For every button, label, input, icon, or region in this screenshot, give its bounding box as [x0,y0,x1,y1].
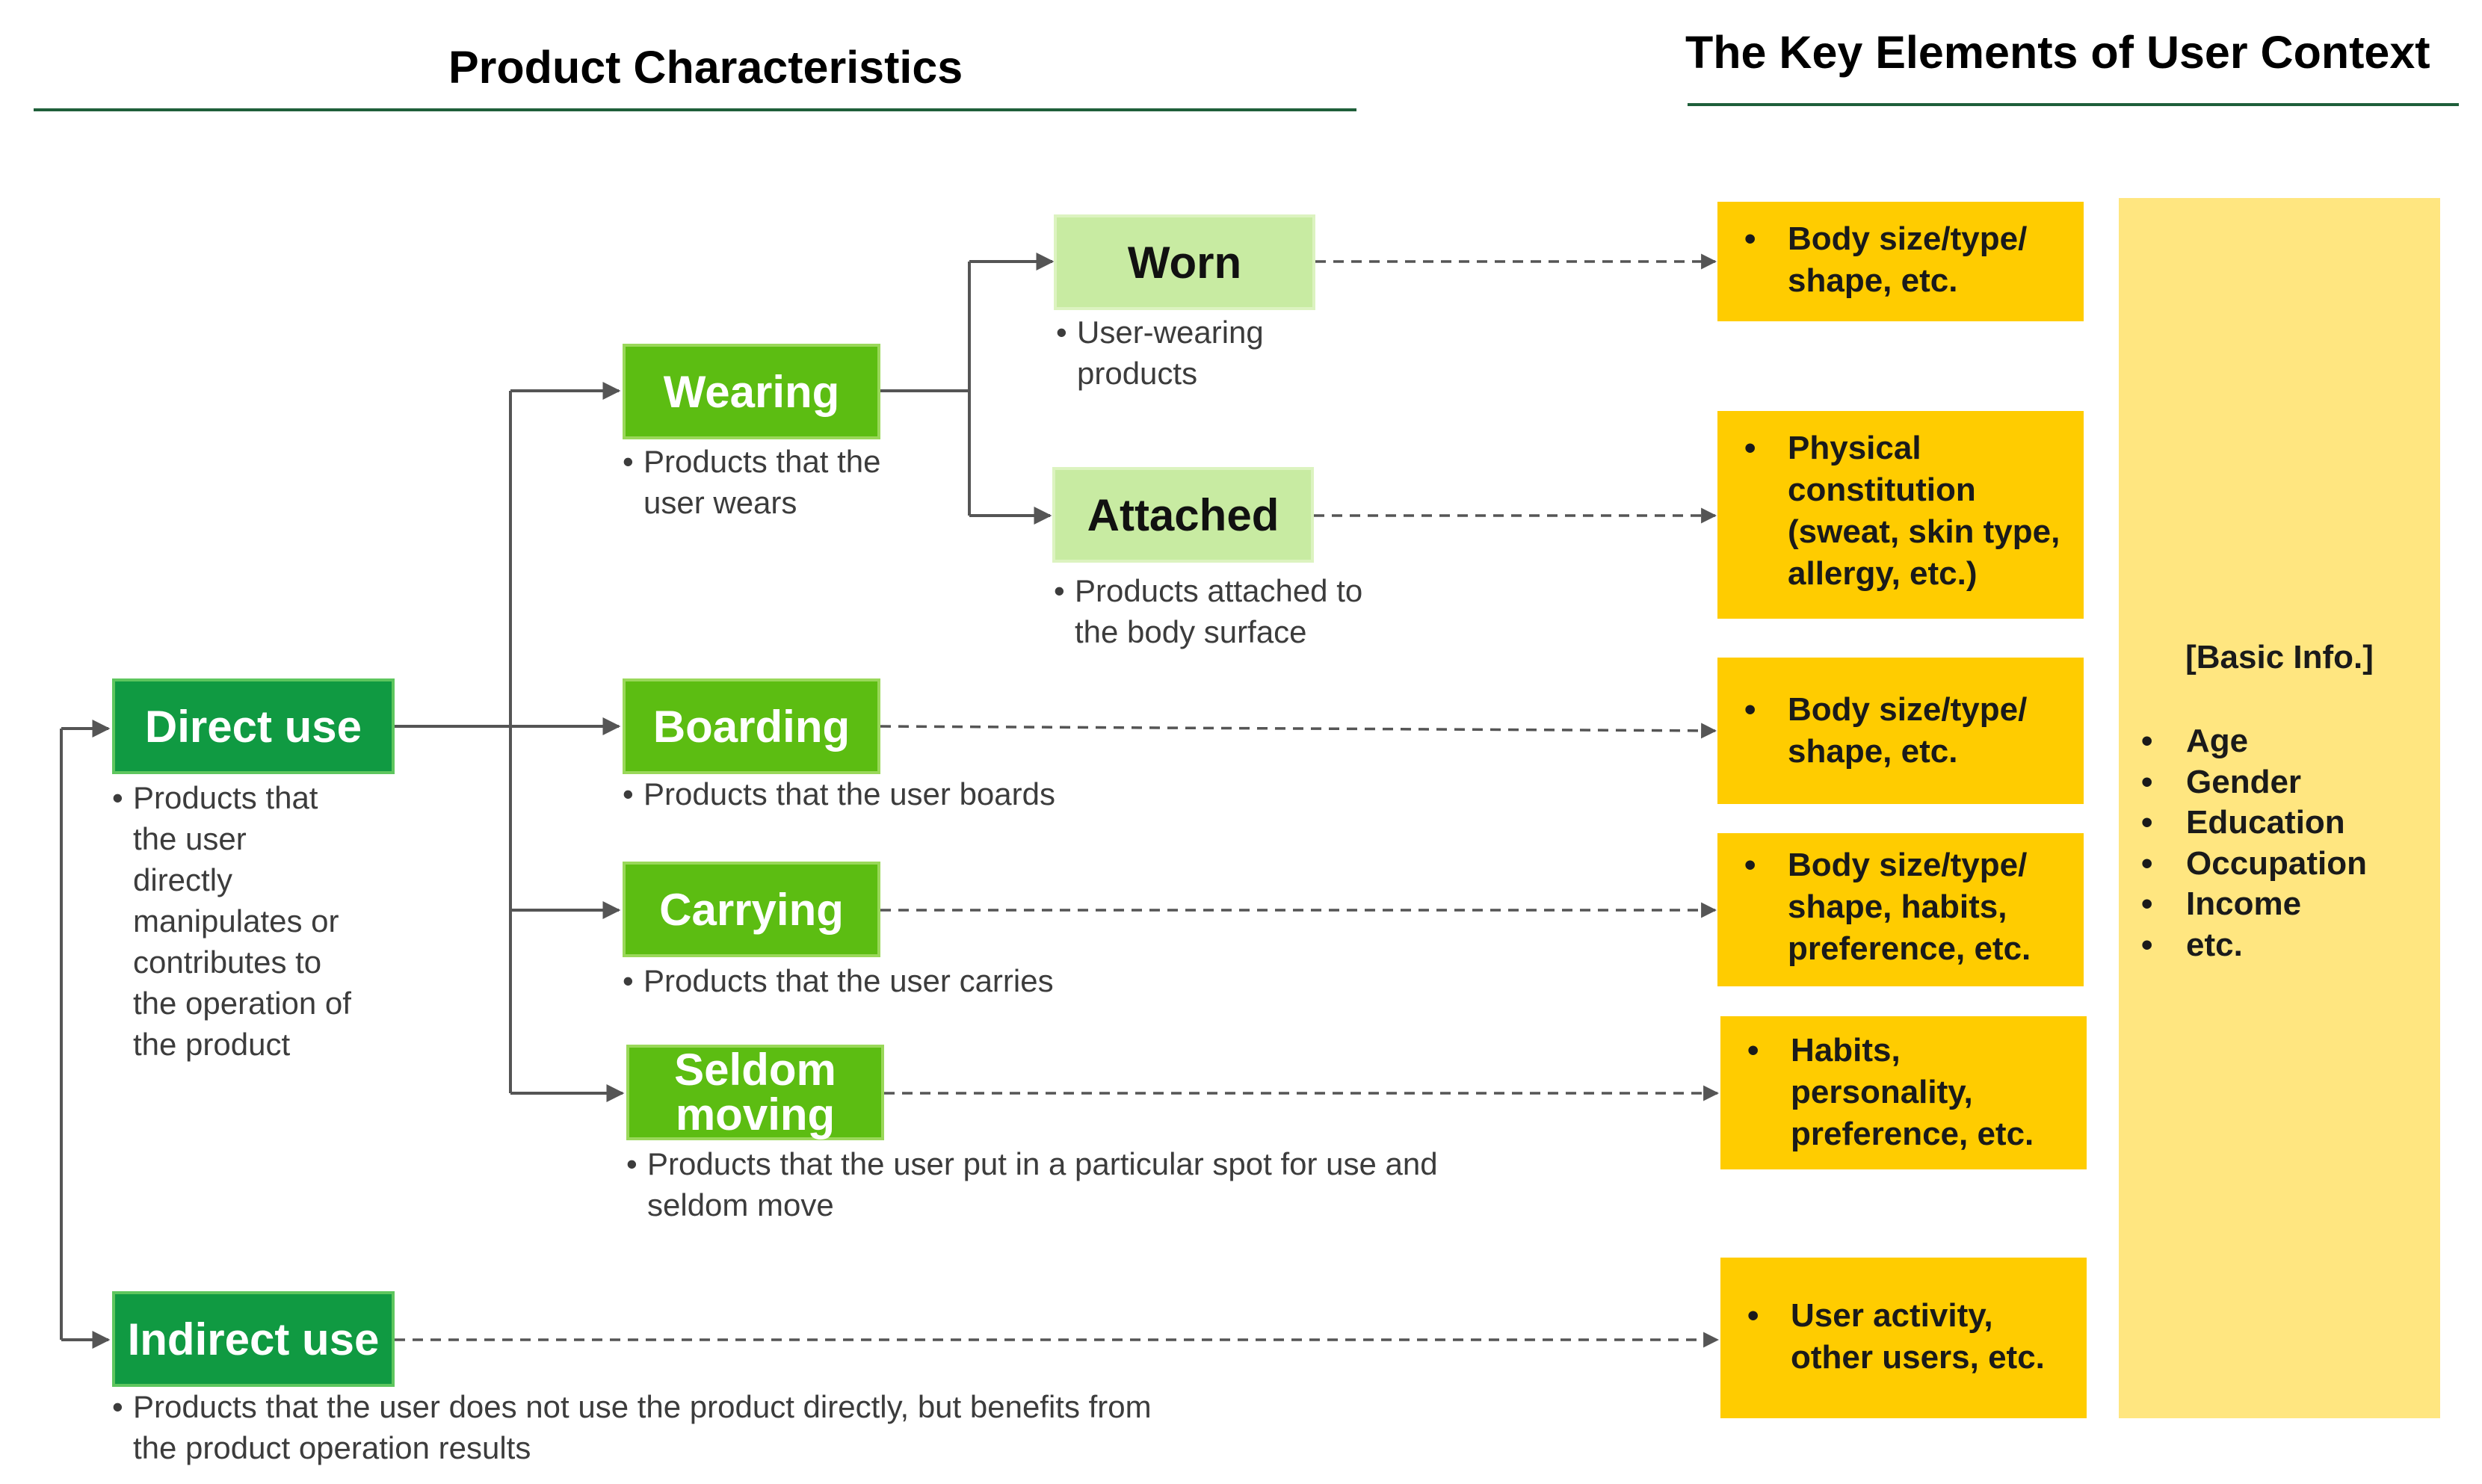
desc-line-rest: products [1077,356,1198,391]
seldom-line-2: moving [675,1089,836,1140]
attached-description: • Products attached to the body surface [1054,570,1427,652]
bullet: • [1744,220,1756,257]
basic-info-item: • Income [2141,884,2367,925]
desc-line-first: Products that [133,780,318,815]
item-label: Education [2186,804,2345,841]
desc-line-rest: the body surface [1075,614,1307,649]
bullet: • [112,780,123,815]
bullet: • [1747,1297,1759,1334]
worn-box: Worn [1054,214,1315,310]
desc-line-first: Products that the [643,444,881,479]
attached-box: Attached [1052,467,1314,563]
bullet: • [2141,804,2153,841]
bullet: • [626,1146,638,1181]
carrying-description: • Products that the user carries [623,960,1295,1001]
basic-info-item: • etc. [2141,925,2367,966]
context-box-attached: • Physical constitution (sweat, skin typ… [1717,411,2084,619]
item-label: etc. [2186,926,2243,963]
seldom-moving-box: Seldom moving [626,1045,884,1140]
carrying-box: Carrying [623,862,880,957]
bullet: • [1054,573,1065,608]
wearing-description: • Products that the user wears [623,441,936,523]
basic-info-title: [Basic Info.] [2185,639,2374,675]
wearing-box: Wearing [623,344,880,439]
bullet: • [2141,926,2153,963]
desc-line-first: Products attached to [1075,573,1363,608]
indirect-use-description: • Products that the user does not use th… [112,1386,1383,1468]
desc-line-first: Products that the user does not use the … [133,1389,1152,1424]
bullet: • [1744,430,1756,466]
right-heading-rule [1688,103,2459,106]
context-box-indirect: • User activity, other users, etc. [1720,1258,2087,1418]
user-context-heading: The Key Elements of User Context [1685,27,2430,78]
desc-line-rest: the product operation results [133,1430,531,1465]
bullet: • [623,963,634,998]
item-label: Occupation [2186,844,2368,882]
basic-info-item: • Education [2141,803,2367,844]
context-box-carrying: • Body size/type/ shape, habits, prefere… [1717,833,2084,986]
bullet: • [623,444,634,479]
bullet: • [2141,723,2153,759]
context-text: Habits, personality, preference, etc. [1791,1032,2034,1152]
desc-line-rest: seldom move [647,1187,834,1222]
basic-info-item: • Occupation [2141,844,2367,885]
item-label: Age [2186,723,2249,759]
context-box-boarding: • Body size/type/ shape, etc. [1717,658,2084,804]
basic-info-panel: [Basic Info.] • Age • Gender • Education • O… [2119,198,2440,1418]
basic-info-item: • Age [2141,721,2367,762]
item-label: Income [2186,885,2302,922]
desc-line: Products that the user boards [643,776,1055,811]
context-text: User activity, other users, etc. [1791,1297,2045,1376]
bullet: • [112,1389,123,1424]
direct-use-box: Direct use [112,678,395,774]
desc-line-first: User-wearing [1077,315,1264,350]
direct-use-description: • Products that the user directly manipu… [112,777,411,1065]
seldom-moving-description: • Products that the user put in a partic… [626,1143,1598,1225]
desc-line-rest: user wears [643,485,797,520]
bullet: • [2141,844,2153,882]
bullet: • [2141,763,2153,800]
indirect-use-box: Indirect use [112,1291,395,1387]
desc-line: Products that the user carries [643,963,1054,998]
worn-description: • User-wearing products [1056,312,1355,394]
seldom-line-1: Seldom [674,1045,836,1095]
desc-lines-rest: the user directly manipulates or contrib… [133,821,351,1062]
item-label: Gender [2186,763,2302,800]
boarding-description: • Products that the user boards [623,773,1295,814]
bullet: • [1744,847,1756,883]
boarding-box: Boarding [623,678,880,774]
basic-info-item: • Gender [2141,762,2367,803]
dash-boarding [880,723,1717,739]
context-text: Physical constitution (sweat, skin type,… [1788,430,2060,592]
left-heading-rule [34,108,1356,111]
bullet: • [623,776,634,811]
bullet: • [1747,1032,1759,1069]
context-text: Body size/type/ shape, etc. [1788,691,2028,770]
context-text: Body size/type/ shape, etc. [1788,220,2028,299]
bullet: • [1744,691,1756,728]
basic-info-list: • Age • Gender • Education • Occupation • Inc… [2141,721,2367,965]
context-box-worn: • Body size/type/ shape, etc. [1717,202,2084,321]
context-box-seldom: • Habits, personality, preference, etc. [1720,1016,2087,1169]
context-text: Body size/type/ shape, habits, preferenc… [1788,847,2031,967]
desc-line-first: Products that the user put in a particul… [647,1146,1438,1181]
product-characteristics-heading: Product Characteristics [448,42,963,93]
bullet: • [2141,885,2153,922]
bullet: • [1056,315,1067,350]
